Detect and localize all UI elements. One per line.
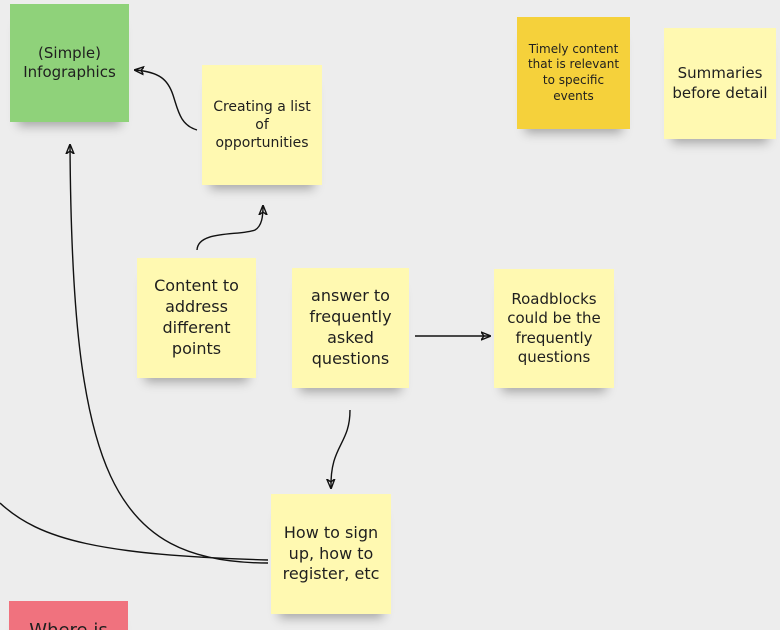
- note-text: Content to address different points: [154, 276, 239, 358]
- note-text: How to sign up, how to register, etc: [282, 522, 380, 584]
- sticky-note-summaries[interactable]: Summaries before detail: [664, 28, 776, 139]
- sticky-note-creating-list[interactable]: Creating a list of opportunities: [202, 65, 322, 185]
- note-text: Summaries before detail: [672, 64, 768, 102]
- sticky-note-roadblocks[interactable]: Roadblocks could be the frequently quest…: [494, 269, 614, 388]
- note-text: Timely content that is relevant to speci…: [527, 41, 620, 103]
- note-text: Creating a list of opportunities: [213, 98, 311, 152]
- sticky-note-where-is[interactable]: Where is: [9, 601, 128, 630]
- sticky-note-content-points[interactable]: Content to address different points: [137, 258, 256, 378]
- sticky-note-faq[interactable]: answer to frequently asked questions: [292, 268, 409, 388]
- note-text: Roadblocks could be the frequently quest…: [507, 289, 601, 367]
- sticky-note-sign-up[interactable]: How to sign up, how to register, etc: [271, 494, 391, 614]
- connector-points-to-list[interactable]: [196, 206, 263, 251]
- sticky-note-infographics[interactable]: (Simple) Infographics: [10, 4, 129, 122]
- connector-faq-to-signup[interactable]: [331, 409, 351, 488]
- connector-signup-to-offscreen[interactable]: [0, 502, 269, 561]
- connector-list-to-infographics[interactable]: [135, 70, 198, 131]
- note-text: (Simple) Infographics: [23, 43, 116, 82]
- sticky-note-timely-content[interactable]: Timely content that is relevant to speci…: [517, 17, 630, 129]
- note-text: answer to frequently asked questions: [309, 286, 392, 368]
- note-text: Where is: [29, 619, 107, 630]
